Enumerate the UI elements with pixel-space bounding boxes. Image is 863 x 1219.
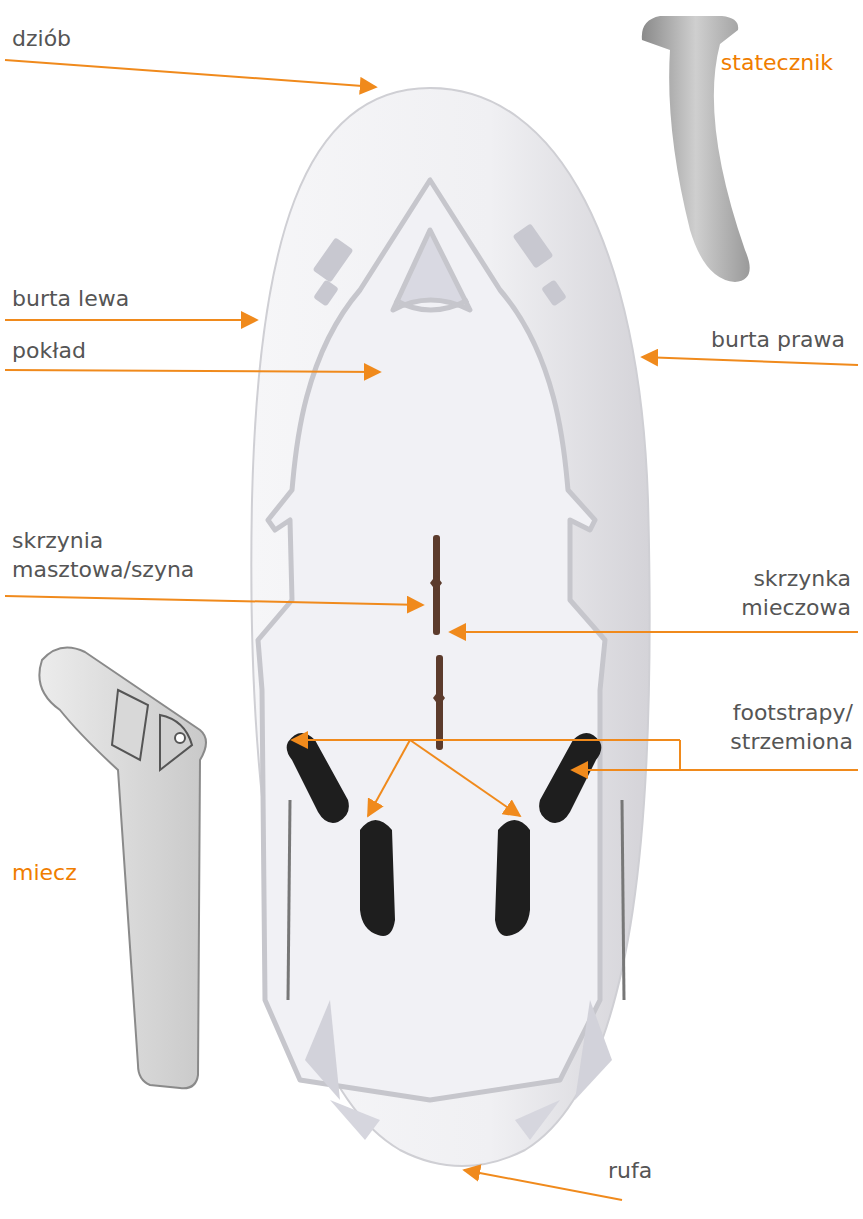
leader-lines [5, 60, 858, 1200]
board [251, 88, 649, 1166]
fin-label: statecznik [633, 48, 833, 77]
daggerboard-box-label: skrzynka mieczowa [701, 564, 851, 622]
deck-label: pokład [12, 336, 252, 365]
right-rail-label: burta prawa [625, 325, 845, 354]
daggerboard-label: miecz [12, 858, 162, 887]
left-rail-label: burta lewa [12, 284, 252, 313]
bow-label: dziób [12, 24, 212, 53]
mast-track-label: skrzynia masztowa/szyna [12, 526, 217, 584]
tail-label: rufa [608, 1156, 728, 1185]
footstraps-label: footstrapy/ strzemiona [693, 698, 853, 756]
